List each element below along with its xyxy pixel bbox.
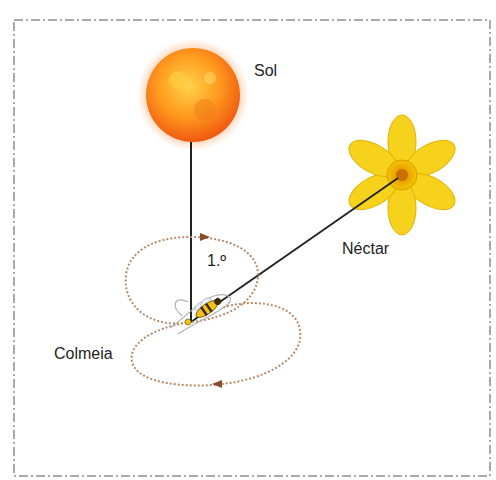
- nectar-label: Néctar: [342, 240, 389, 258]
- sun-glow: [137, 39, 249, 151]
- sun-label: Sol: [254, 62, 277, 80]
- bee: [191, 292, 223, 321]
- sun-line: [190, 142, 192, 322]
- hive-label: Colmeia: [54, 345, 113, 363]
- angle-label: 1.º: [207, 252, 226, 270]
- frame: [14, 20, 490, 476]
- nectar-line: [191, 178, 398, 322]
- dance-path: [126, 237, 301, 386]
- flower: [343, 115, 461, 235]
- waggle-lines: [170, 295, 230, 334]
- sun: [146, 48, 240, 142]
